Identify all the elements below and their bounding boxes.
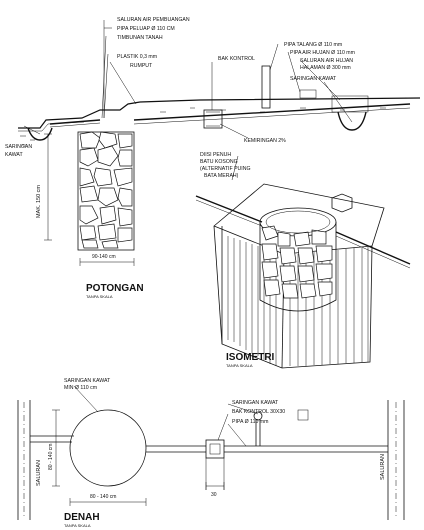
section-subtitle: TANPA SKALA: [86, 294, 113, 299]
plan-right-channel: [387, 400, 405, 520]
well-pit: [77, 131, 135, 251]
label-saluran-pembuangan: SALURAN AIR PEMBUANGAN: [117, 17, 190, 23]
label-saluran-hujan-1: SALURAN AIR HUJAN: [300, 58, 353, 64]
downspout-pipe: [261, 65, 271, 109]
plan-label-saringan-min-1: SARINGAN KAWAT: [64, 378, 111, 384]
plan-title: DENAH: [64, 512, 100, 523]
plan-dim-30: [205, 458, 225, 490]
plan-label-pipa: PIPA Ø 110 mm: [232, 419, 268, 425]
label-diisi-3: (ALTERNATIF PUING: [200, 166, 251, 172]
label-diisi-2: BATU KOSONG: [200, 159, 238, 165]
label-width: 90-140 cm: [92, 254, 116, 260]
plan-view: SARINGAN KAWAT MIN Ø 110 cm SARINGAN KAW…: [17, 378, 405, 528]
plan-left-channel: [17, 400, 31, 520]
plan-label-dim-height: 80 - 140 cm: [48, 444, 54, 470]
section-leaders: [23, 20, 353, 181]
well-stones: [79, 131, 133, 249]
label-timbunan: TIMBUNAN TANAH: [117, 35, 163, 41]
plan-dim-width: [69, 498, 147, 506]
soil-texture: [20, 107, 386, 146]
inflow-pipe: [133, 103, 411, 121]
plan-label-dim-30: 30: [211, 492, 217, 498]
label-depth: MAK. 150 cm: [36, 185, 42, 218]
label-saringan-kawat-right: SARINGAN KAWAT: [290, 76, 337, 82]
iso-well-body: [259, 222, 337, 312]
iso-pipe-right: [335, 231, 411, 265]
plan-well-circle: [69, 409, 147, 487]
width-dimension: [79, 258, 135, 266]
label-bak-kontrol: BAK KONTROL: [218, 56, 255, 62]
iso-stones: [261, 225, 333, 299]
plan-label-saringan-min-2: MIN Ø 110 cm: [64, 385, 97, 391]
plan-label-bak-kontrol: BAK KONTROL 30X30: [232, 409, 285, 415]
iso-control-box: [331, 193, 353, 213]
iso-block: [213, 183, 385, 369]
ground-line: [18, 97, 421, 129]
label-pipa-peluap: PIPA PELUAP Ø 110 CM: [117, 26, 175, 32]
plan-grate: [297, 409, 309, 421]
label-plastik: PLASTIK 0,3 mm: [117, 54, 157, 60]
plan-label-dim-width: 80 - 140 cm: [90, 494, 116, 500]
section-title: POTONGAN: [86, 283, 144, 294]
label-saringan-left-2: KAWAT: [5, 152, 24, 158]
label-saringan-left-1: SARINGAN: [5, 144, 32, 150]
section-view: SALURAN AIR PEMBUANGAN PIPA PELUAP Ø 110…: [5, 17, 421, 299]
plan-label-saringan: SARINGAN KAWAT: [232, 400, 279, 406]
plan-overflow-pipe: [30, 435, 74, 443]
control-box: [203, 109, 223, 129]
plan-label-saluran-right: SALURAN: [380, 454, 386, 480]
plan-downspout: [253, 411, 263, 421]
plan-leaders: [73, 385, 259, 447]
iso-soil-hatch: [227, 236, 369, 366]
label-saluran-hujan-2: HALAMAN Ø 300 mm: [300, 65, 351, 71]
plan-subtitle: TANPA SKALA: [64, 523, 91, 528]
label-diisi-1: DIISI PENUH: [200, 152, 231, 158]
plan-label-saluran-left: SALURAN: [36, 460, 42, 486]
right-ditch: [337, 111, 367, 131]
iso-pipe-left: [195, 195, 263, 223]
plan-dim-height: [52, 409, 60, 487]
plan-pipe-to-box: [146, 445, 206, 453]
label-pipa-talang: PIPA TALANG Ø 110 mm: [284, 42, 342, 48]
iso-title: ISOMETRI: [226, 352, 275, 363]
plan-control-box: [205, 439, 225, 459]
right-ditch-frame: [331, 95, 369, 113]
label-rumput: RUMPUT: [130, 63, 153, 69]
plan-pipe-to-channel: [224, 445, 388, 453]
label-kemiringan: KEMIRINGAN 2%: [244, 138, 286, 144]
depth-dimension: [44, 133, 52, 241]
isometric-view: ISOMETRI TANPA SKALA: [195, 183, 411, 369]
iso-subtitle: TANPA SKALA: [226, 363, 253, 368]
label-diisi-4: BATA MERAH): [204, 173, 239, 179]
surface-grate: [299, 89, 317, 99]
overflow-pipe: [49, 119, 101, 125]
label-pipa-air-hujan: PIPA AIR HUJAN Ø 110 mm: [290, 50, 355, 56]
